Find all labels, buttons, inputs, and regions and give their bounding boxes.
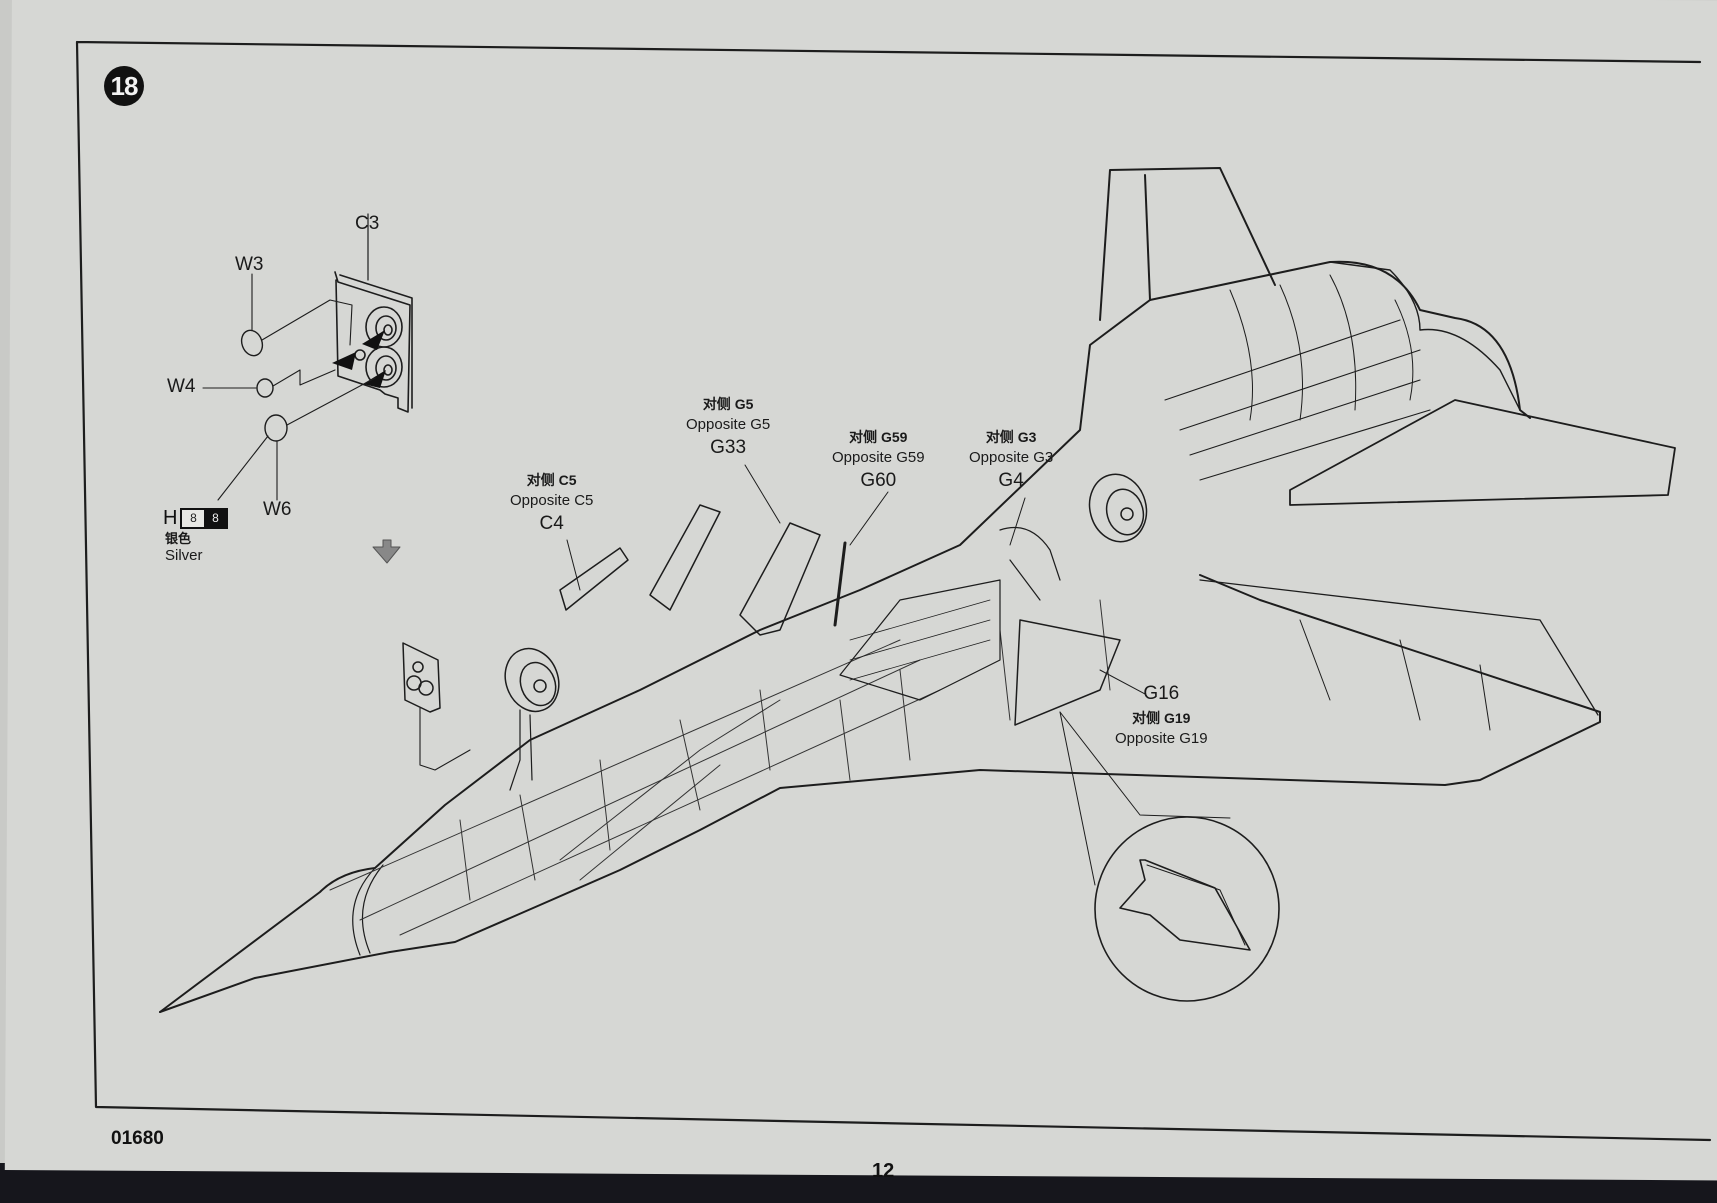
part-label-w6: W6 xyxy=(263,499,292,520)
g60-rod xyxy=(833,541,847,627)
paint-brand-letter: H xyxy=(163,507,178,529)
c3-panel xyxy=(334,213,413,413)
c4-door xyxy=(559,547,629,611)
instrument-panel-part xyxy=(402,642,471,771)
gear-doors xyxy=(559,504,1121,726)
aircraft-fuselage xyxy=(159,167,1676,1013)
step-frame xyxy=(75,40,1712,1142)
paint-color-english: Silver xyxy=(165,547,203,564)
g33-door xyxy=(649,504,721,611)
w3-lens xyxy=(240,329,264,357)
callout-g33-en: Opposite G5 xyxy=(686,416,771,433)
step-number-badge: 18 xyxy=(104,66,144,106)
paint-code-gloss: 8 xyxy=(182,510,205,527)
panel-lines xyxy=(329,599,1111,936)
magnified-detail-circle xyxy=(1094,816,1280,1002)
main-wheel xyxy=(999,473,1148,601)
callout-g16: G16 对侧 G19 Opposite G19 xyxy=(1115,683,1208,747)
paint-code-box: 8 8 xyxy=(180,508,229,529)
paint-code-flat: 8 xyxy=(204,510,227,527)
callout-g33-cn: 对侧 G5 xyxy=(702,396,754,412)
w4-lens xyxy=(256,378,274,398)
callout-g16-en: Opposite G19 xyxy=(1115,730,1208,747)
callout-g33: 对侧 G5 Opposite G5 G33 xyxy=(686,394,770,459)
callout-g33-part: G33 xyxy=(710,437,747,458)
part-label-w3: W3 xyxy=(235,254,264,275)
callout-g60-part: G60 xyxy=(860,470,897,491)
front-wheel xyxy=(504,647,560,791)
callout-g60: 对侧 G59 Opposite G59 G60 xyxy=(832,427,925,492)
callout-c4-en: Opposite C5 xyxy=(510,492,594,509)
page-number: 12 xyxy=(872,1160,895,1182)
part-label-c3: C3 xyxy=(355,213,380,234)
g16-door xyxy=(1014,619,1121,726)
callout-g16-cn: 对侧 G19 xyxy=(1132,710,1191,726)
callout-g4-en: Opposite G3 xyxy=(969,449,1054,466)
lens-parts xyxy=(202,273,376,501)
callout-g4: 对侧 G3 Opposite G3 G4 xyxy=(969,427,1053,492)
paint-color-chinese: 银色 xyxy=(165,531,192,546)
callout-g60-en: Opposite G59 xyxy=(832,449,925,466)
callout-c4-cn: 对侧 C5 xyxy=(526,472,577,488)
w6-lens xyxy=(264,414,288,442)
product-code: 01680 xyxy=(111,1128,164,1149)
callout-g4-cn: 对侧 G3 xyxy=(985,429,1037,445)
callout-g60-cn: 对侧 G59 xyxy=(849,429,908,445)
callout-c4-part: C4 xyxy=(539,513,564,534)
g5-door xyxy=(739,522,821,636)
down-arrow-icon xyxy=(372,539,401,564)
arrow-icons xyxy=(332,330,386,388)
callout-c4: 对侧 C5 Opposite C5 C4 xyxy=(510,470,593,535)
callout-g4-part: G4 xyxy=(998,470,1024,491)
leader-lines xyxy=(566,464,1231,886)
part-label-w4: W4 xyxy=(167,376,196,397)
paint-callout: H 8 8 xyxy=(163,507,229,530)
callout-g16-part: G16 xyxy=(1143,683,1180,704)
